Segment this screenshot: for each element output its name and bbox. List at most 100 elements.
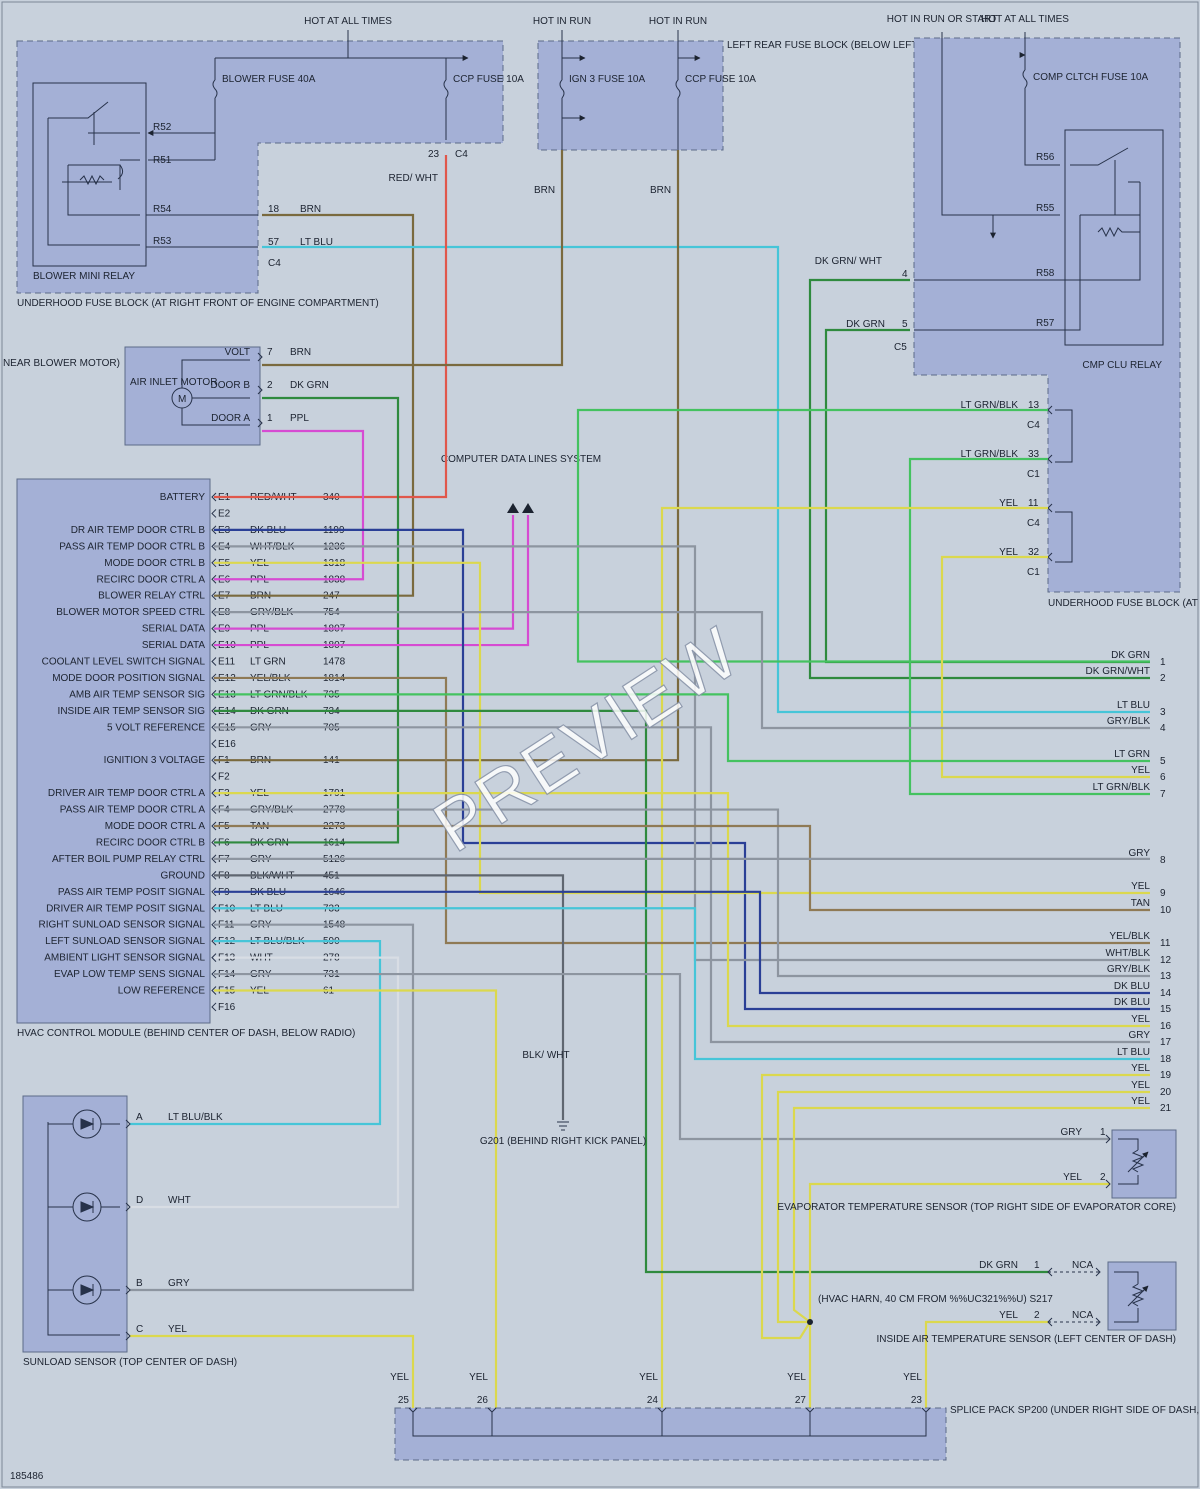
connector-tick [211, 722, 217, 732]
connector-tick [211, 805, 217, 814]
connector-tick [211, 541, 217, 551]
relay-connector-color: LT GRN/BLK [961, 400, 1019, 411]
hvac-row-label: RECIRC DOOR CTRL A [96, 574, 205, 585]
right-pin-number: 14 [1160, 988, 1172, 999]
wire-recirc-door-a [214, 429, 365, 581]
evap-pin-color: GRY [1061, 1127, 1083, 1138]
connector-tick [211, 492, 217, 502]
actuator-pin-label: DOOR A [211, 413, 250, 424]
evap-pin-number: 1 [1100, 1127, 1106, 1138]
connector-tick [211, 838, 217, 847]
inside-air-temperature-sensor: INSIDE AIR TEMPERATURE SENSOR (LEFT CENT… [877, 1260, 1177, 1345]
hvac-row-label: DRIVER AIR TEMP DOOR CTRL A [48, 788, 205, 799]
splice-pin-color: YEL [639, 1372, 658, 1383]
pin-4-label: 4 [902, 269, 908, 280]
relay-connector-name: C4 [1027, 420, 1040, 431]
right-pin-color: LT BLU [1117, 700, 1150, 711]
right-pin-number: 7 [1160, 789, 1166, 800]
connector-tick [211, 1002, 217, 1012]
wire-dr-air-temp-b [214, 528, 1150, 1011]
inside-pin-number: 1 [1034, 1260, 1040, 1271]
wire-yel-32 [940, 555, 1150, 779]
relay-connector-name: C4 [1027, 518, 1040, 529]
lrfb-caption: LEFT REAR FUSE BLOCK (BELOW LEFT REAR SE… [727, 40, 979, 51]
wire-labels: RED/ WHT BRN BRN 18 BRN 57 LT BLU DK GRN… [268, 173, 908, 1061]
connector-tick [211, 558, 217, 568]
hvac-row-pin: E2 [218, 508, 231, 519]
terminal-r53: R53 [153, 236, 172, 247]
connector-tick [211, 690, 217, 699]
sunload-pin-letter: C [136, 1324, 143, 1335]
hot-in-run-2: HOT IN RUN [649, 16, 707, 27]
wire-lt-grn-blk [908, 457, 1150, 796]
connector-tick [211, 624, 217, 633]
hvac-row-label: COOLANT LEVEL SWITCH SIGNAL [42, 657, 206, 668]
relay-connector-color: LT GRN/BLK [961, 449, 1019, 460]
hvac-row-label: EVAP LOW TEMP SENS SIGNAL [54, 969, 205, 980]
wire-driver-air-temp-a [214, 792, 1150, 1028]
hvac-row-label: AFTER BOIL PUMP RELAY CTRL [52, 854, 205, 865]
connector-c5: C5 [894, 342, 907, 353]
hot-at-all-times-label: HOT AT ALL TIMES [304, 16, 392, 27]
connector-tick [125, 1202, 131, 1212]
right-pin-number: 15 [1160, 1004, 1172, 1015]
right-pin-color: YEL [1131, 881, 1150, 892]
wire-mode-door-a [214, 824, 1150, 912]
sunload-pin-color: YEL [168, 1324, 187, 1335]
hvac-row-label: RECIRC DOOR CTRL B [96, 837, 205, 848]
figure-id: 185486 [10, 1471, 44, 1482]
hvac-row-label: RIGHT SUNLOAD SENSOR SIGNAL [38, 920, 205, 931]
connector-tick [211, 854, 217, 864]
wire-battery-red-wht [214, 155, 448, 499]
hvac-row-label: BLOWER MOTOR SPEED CTRL [56, 607, 205, 618]
connector-tick [211, 772, 217, 782]
connector-tick [211, 509, 217, 518]
actuator-pin-color: BRN [290, 347, 311, 358]
hvac-row-pin: E16 [218, 739, 236, 750]
hvac-row-label: INSIDE AIR TEMP SENSOR SIG [58, 706, 206, 717]
hvac-row-pin: F16 [218, 1002, 236, 1013]
connector-tick [211, 755, 217, 765]
actuator-pin-number: 2 [267, 380, 273, 391]
sp200-caption: SPLICE PACK SP200 (UNDER RIGHT SIDE OF D… [950, 1405, 1200, 1416]
splice-pin-color: YEL [390, 1372, 409, 1383]
actuator-title: RECIRCULATION ACTUATOR (ON HVAC, NEAR BL… [0, 358, 120, 369]
hvac-row-pin: E11 [218, 657, 235, 668]
connector-tick [211, 673, 217, 683]
wire-inside-air-temp [214, 709, 1048, 1274]
hvac-row-label: LEFT SUNLOAD SENSOR SIGNAL [45, 936, 205, 947]
relay-connector-color: YEL [999, 498, 1018, 509]
blower-fuse-label: BLOWER FUSE 40A [222, 74, 316, 85]
right-pin-3: LT BLU 3 [1117, 700, 1166, 718]
blk-wht-label: BLK/ WHT [522, 1050, 569, 1061]
ccp-fuse-label-lrfb: CCP FUSE 10A [685, 74, 756, 85]
hvac-row-label: DRIVER AIR TEMP POSIT SIGNAL [46, 903, 205, 914]
connector-tick [211, 607, 217, 617]
terminal-r58: R58 [1036, 268, 1055, 279]
hvac-row-pin: F2 [218, 772, 230, 783]
connector-tick [125, 1331, 131, 1341]
connector-tick [211, 953, 217, 962]
wire-right-sunload [130, 923, 415, 1292]
wire-blower-relay-ctrl [214, 213, 415, 597]
hvac-row-label: MODE DOOR CTRL B [104, 558, 205, 569]
hvac-row-label: SERIAL DATA [142, 624, 205, 635]
connector-tick [257, 385, 263, 395]
right-pin-number: 11 [1160, 938, 1171, 949]
sunload-pin-color: LT BLU/BLK [168, 1112, 223, 1123]
right-pin-number: 3 [1160, 707, 1166, 718]
right-pin-number: 19 [1160, 1070, 1172, 1081]
wire-evap-yel [808, 1182, 1110, 1408]
pin-23-label: 23 [428, 149, 440, 160]
